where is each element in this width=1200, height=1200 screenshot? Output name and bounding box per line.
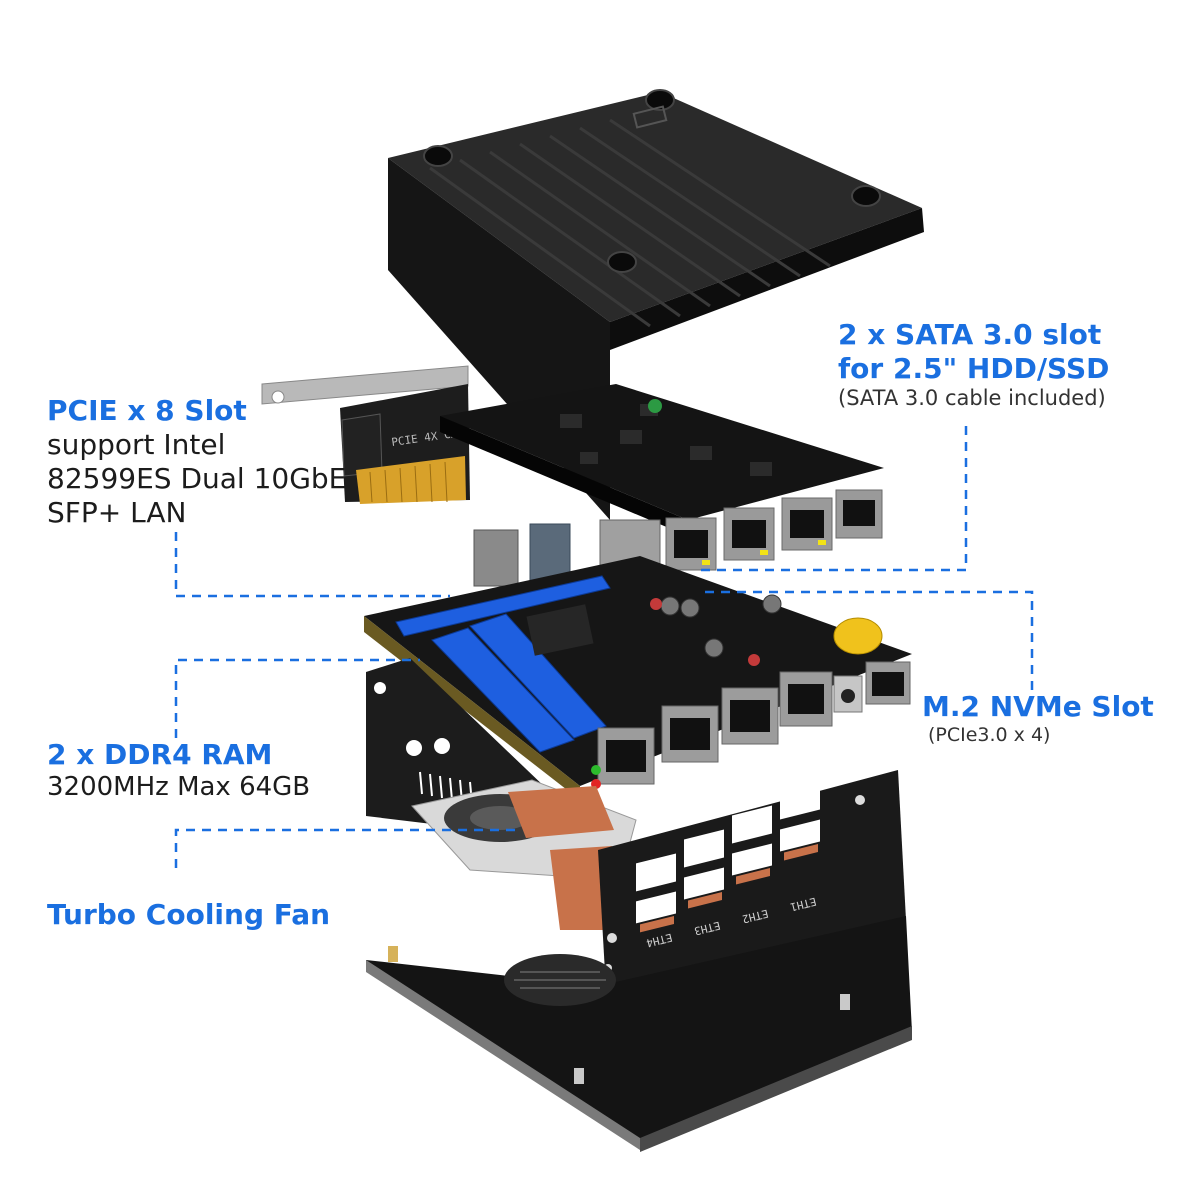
sata-title-line2: for 2.5" HDD/SSD bbox=[838, 352, 1110, 386]
callout-sata: 2 x SATA 3.0 slot for 2.5" HDD/SSD (SATA… bbox=[838, 318, 1109, 412]
port-label-eth2: ETH2 bbox=[741, 907, 770, 926]
ddr4-title: 2 x DDR4 RAM bbox=[47, 738, 273, 771]
bottom-chassis bbox=[366, 916, 912, 1152]
leader-line-fan bbox=[174, 828, 520, 868]
port-label-eth3: ETH3 bbox=[693, 919, 722, 938]
usb-stack bbox=[473, 519, 661, 587]
callout-nvme: M.2 NVMe Slot (PCIe3.0 x 4) bbox=[922, 690, 1154, 747]
callout-fan: Turbo Cooling Fan bbox=[47, 898, 330, 932]
pcie-slot-title: PCIE x 8 Slot bbox=[47, 394, 247, 427]
sata-note: (SATA 3.0 cable included) bbox=[838, 386, 1106, 411]
lan-ports-lower bbox=[591, 661, 911, 789]
fan-title: Turbo Cooling Fan bbox=[47, 898, 331, 931]
nvme-note: (PCIe3.0 x 4) bbox=[928, 724, 1051, 747]
pcie-desc-line2: 82599ES Dual 10GbE bbox=[47, 462, 347, 496]
mainboard bbox=[364, 556, 912, 800]
pcie-riser-card: PCIE 4X CARD bbox=[261, 365, 471, 504]
callout-pcie: PCIE x 8 Slot support Intel 82599ES Dual… bbox=[47, 394, 346, 531]
sata-lan-board bbox=[440, 384, 884, 571]
leader-line-pcie bbox=[174, 532, 450, 598]
sata-title-line1: 2 x SATA 3.0 slot bbox=[838, 318, 1102, 351]
lan-ports-upper bbox=[665, 489, 883, 571]
port-label-eth1: ETH1 bbox=[789, 895, 818, 914]
ddr4-desc: 3200MHz Max 64GB bbox=[47, 772, 311, 803]
leader-line-nvme bbox=[700, 590, 1034, 690]
pcie-desc-line3: SFP+ LAN bbox=[47, 496, 187, 530]
nvme-title: M.2 NVMe Slot bbox=[922, 690, 1154, 723]
leader-lines bbox=[174, 426, 1034, 868]
port-label-eth4: ETH4 bbox=[644, 931, 673, 950]
pcie-desc-line1: support Intel bbox=[47, 428, 226, 462]
callout-ddr4: 2 x DDR4 RAM 3200MHz Max 64GB bbox=[47, 738, 310, 804]
leader-line-sata bbox=[700, 426, 968, 572]
leader-line-ddr4 bbox=[174, 658, 420, 738]
